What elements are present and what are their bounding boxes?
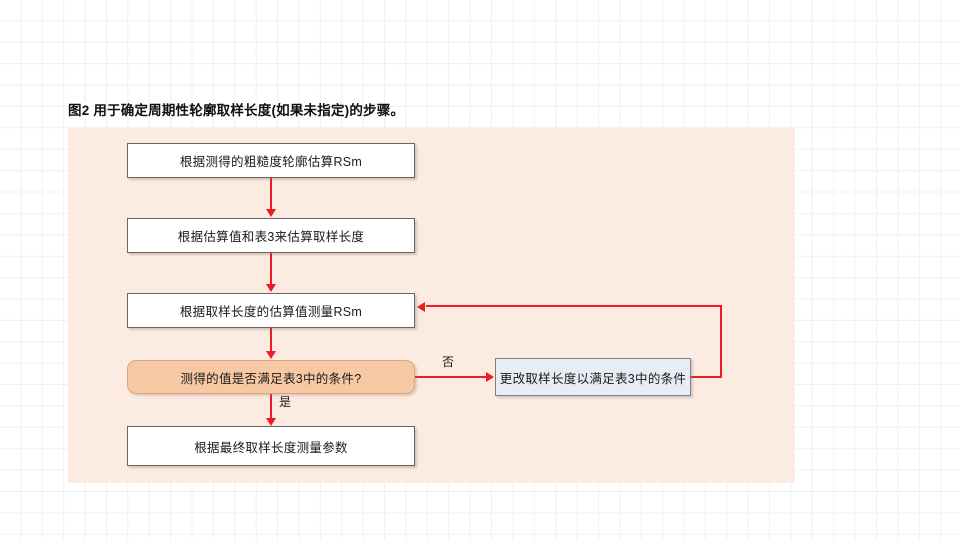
flow-node-step1[interactable]: 根据测得的粗糙度轮廓估算RSm xyxy=(127,143,415,178)
arrowhead-step1-step2 xyxy=(266,209,276,217)
flow-node-step2[interactable]: 根据估算值和表3来估算取样长度 xyxy=(127,218,415,253)
connector-step4-step6 xyxy=(270,394,272,419)
edge-label-no: 否 xyxy=(442,355,455,369)
flowchart-canvas: 根据测得的粗糙度轮廓估算RSm 根据估算值和表3来估算取样长度 根据取样长度的估… xyxy=(68,128,795,483)
arrowhead-step4-step6 xyxy=(266,418,276,426)
edge-label-yes: 是 xyxy=(279,395,292,409)
page-title: 图2 用于确定周期性轮廓取样长度(如果未指定)的步骤。 xyxy=(68,103,405,118)
arrowhead-step2-step3 xyxy=(266,284,276,292)
connector-feedback-riser xyxy=(720,305,722,378)
flow-node-step5[interactable]: 更改取样长度以满足表3中的条件 xyxy=(495,358,691,396)
flow-node-step4-decision[interactable]: 测得的值是否满足表3中的条件? xyxy=(127,360,415,394)
connector-step4-step5 xyxy=(415,376,487,378)
connector-step2-step3 xyxy=(270,253,272,285)
flow-node-step3[interactable]: 根据取样长度的估算值测量RSm xyxy=(127,293,415,328)
connector-feedback-out xyxy=(691,376,722,378)
connector-step1-step2 xyxy=(270,178,272,210)
flow-node-step6[interactable]: 根据最终取样长度测量参数 xyxy=(127,426,415,466)
connector-feedback-return xyxy=(426,305,722,307)
arrowhead-feedback-step3 xyxy=(417,302,425,312)
connector-step3-step4 xyxy=(270,328,272,352)
arrowhead-step4-step5 xyxy=(486,372,494,382)
arrowhead-step3-step4 xyxy=(266,351,276,359)
